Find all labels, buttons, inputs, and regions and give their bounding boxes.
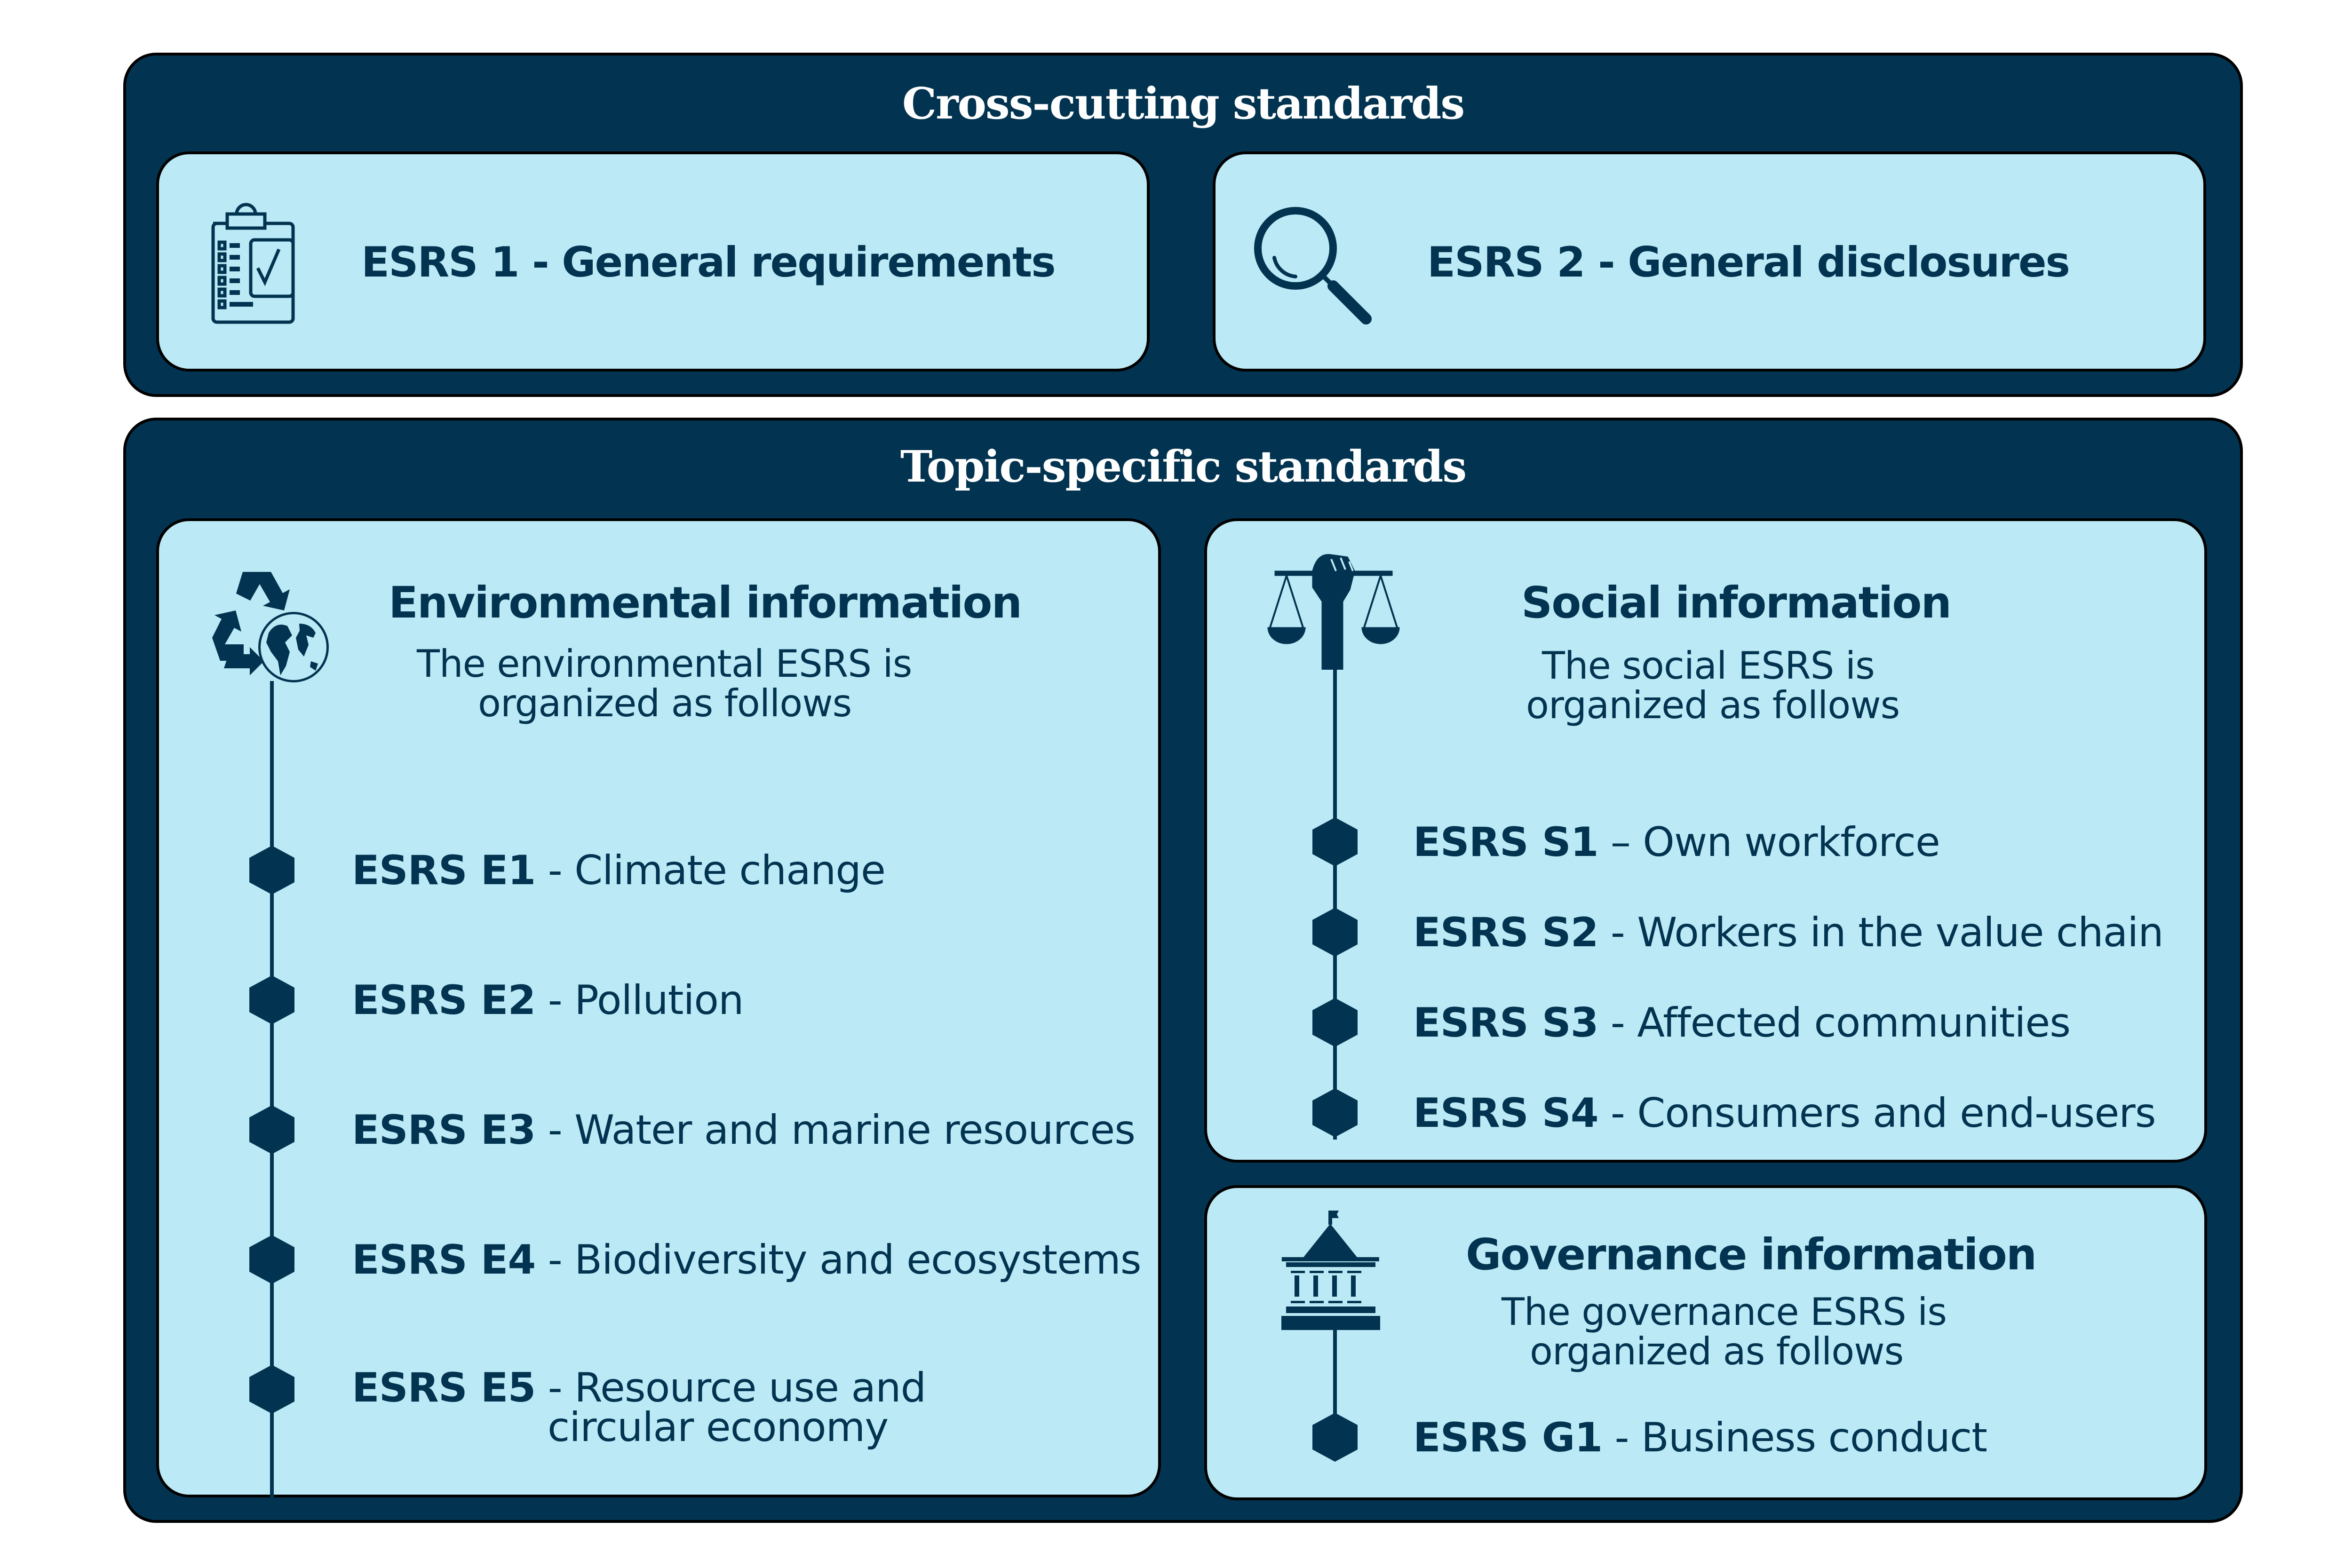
list-item-esrs-e4: ESRS E4 - Biodiversity and ecosystems [352,1236,1142,1283]
timeline-node-hexagon-icon [1312,998,1358,1047]
magnifying-glass-icon [1254,207,1372,325]
list-item-esrs-g1: ESRS G1 - Business conduct [1413,1414,1987,1461]
esrs-1-label: ESRS 1 - General requirements [361,238,1056,286]
governance-timeline [1333,1329,1337,1418]
government-building-base-icon [1281,1301,1380,1330]
list-item-esrs-s4: ESRS S4 - Consumers and end-users [1413,1090,2156,1137]
timeline-node-hexagon-icon [249,846,294,895]
fist-scales-of-justice-icon [1267,554,1400,670]
social-subtitle-line2: organized as follows [1526,683,1900,727]
timeline-node-hexagon-icon [249,1235,294,1284]
timeline-node-hexagon-icon [249,975,294,1024]
timeline-node-hexagon-icon [249,1105,294,1154]
list-item-esrs-e3: ESRS E3 - Water and marine resources [352,1107,1136,1154]
card-esrs-1: ESRS 1 - General requirements [156,151,1150,372]
timeline-node-hexagon-icon [249,1365,294,1414]
card-environmental: Environmental information The environmen… [156,518,1161,1504]
environmental-timeline [270,681,274,1504]
environmental-title: Environmental information [389,578,1022,628]
list-item-esrs-e1: ESRS E1 - Climate change [352,847,886,894]
recycle-globe-icon [212,572,329,682]
government-building-icon [1281,1211,1379,1297]
list-item-esrs-s2: ESRS S2 - Workers in the value chain [1413,909,2164,956]
social-subtitle-line1: The social ESRS is [1542,644,1875,688]
card-social: Social information The social ESRS is or… [1204,518,2207,1163]
timeline-node-hexagon-icon [1312,1413,1358,1462]
social-title: Social information [1521,578,1952,628]
esrs-2-label: ESRS 2 - General disclosures [1427,238,2070,286]
list-item-esrs-e2: ESRS E2 - Pollution [352,977,744,1024]
card-governance: Governance information The governance ES… [1204,1185,2207,1500]
list-item-esrs-s3: ESRS S3 - Affected communities [1413,999,2071,1046]
governance-subtitle-line2: organized as follows [1530,1330,1904,1373]
social-timeline [1333,669,1337,1140]
list-item-esrs-s1: ESRS S1 – Own workforce [1413,819,1940,866]
timeline-node-hexagon-icon [1312,908,1358,957]
environmental-subtitle-line1: The environmental ESRS is [417,642,912,686]
timeline-node-hexagon-icon [1312,817,1358,866]
topic-specific-title: Topic-specific standards [900,441,1467,492]
card-esrs-2: ESRS 2 - General disclosures [1213,151,2206,372]
timeline-node-hexagon-icon [1312,1088,1358,1137]
governance-subtitle-line1: The governance ESRS is [1502,1290,1947,1334]
environmental-subtitle-line2: organized as follows [478,681,852,725]
cross-cutting-title: Cross-cutting standards [902,78,1465,129]
clipboard-checklist-icon [211,203,295,324]
list-item-esrs-e5: ESRS E5 - Resource use and [352,1364,926,1411]
governance-title: Governance information [1466,1229,2037,1280]
list-item-esrs-e5-line2: circular economy [548,1404,889,1451]
